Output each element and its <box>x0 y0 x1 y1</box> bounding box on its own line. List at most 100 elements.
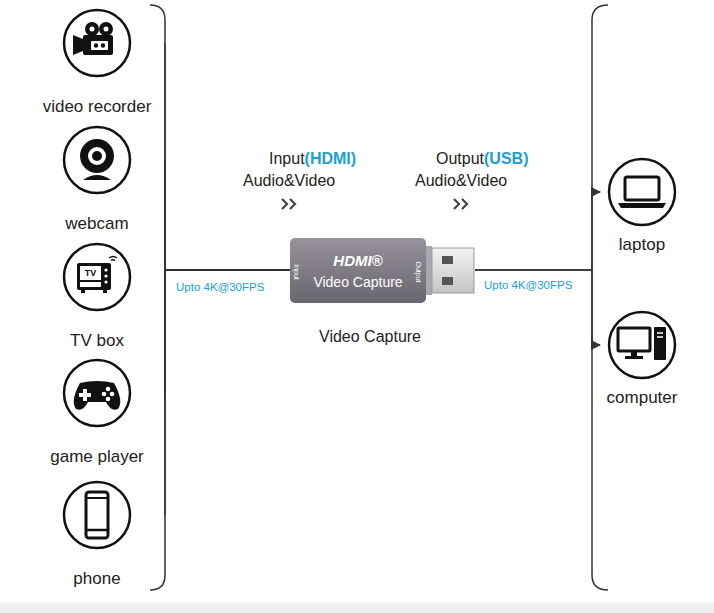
icon-circle <box>609 312 675 378</box>
phone-icon <box>86 492 108 538</box>
interface-name: (HDMI) <box>305 150 357 167</box>
heading-line: Audio&Video <box>243 172 335 190</box>
tower <box>654 327 666 360</box>
device-text: Video Capture <box>290 274 426 291</box>
flow-label: Audio&Video <box>415 172 507 189</box>
foot <box>81 290 85 293</box>
dpad <box>79 389 91 401</box>
pc-icon <box>618 327 666 360</box>
heading-line: Input(HDMI) <box>269 150 356 168</box>
device-node: laptop <box>600 156 684 255</box>
capture-device-body <box>290 238 475 303</box>
chevron <box>282 199 287 209</box>
device-label: laptop <box>580 235 704 255</box>
tower-slot <box>657 336 663 338</box>
device-node: webcam <box>29 124 165 234</box>
signal-connector <box>475 192 600 270</box>
icon <box>61 7 133 79</box>
device-label: TV box <box>9 331 185 351</box>
tower-slot <box>657 332 663 334</box>
laptop-icon <box>618 177 666 208</box>
reel <box>99 22 113 36</box>
tvbox-slot <box>80 282 101 287</box>
cassette <box>91 41 108 50</box>
reel-hub <box>90 27 95 32</box>
tvbox-screen <box>80 266 101 280</box>
heading-line: Output(USB) <box>436 150 528 168</box>
chevrons-input <box>282 199 295 209</box>
webcam-lens <box>92 151 102 161</box>
usb-contact <box>442 277 453 285</box>
cam-icon <box>73 22 113 55</box>
webcam-ring <box>88 147 106 165</box>
device-caption: Video Capture <box>270 327 470 346</box>
device-label: computer <box>580 388 704 408</box>
device-node: video recorder <box>29 7 165 117</box>
device-label: game player <box>9 447 185 467</box>
edge-label: Upto 4K@30FPS <box>175 281 265 293</box>
device-label: phone <box>9 569 185 589</box>
icon-text: TV <box>80 266 101 280</box>
foot <box>103 290 107 293</box>
laptop-screen <box>625 177 659 200</box>
cassette-hole <box>94 43 98 47</box>
signal-connector <box>165 270 290 515</box>
monitor <box>618 328 650 351</box>
usb-plug <box>432 248 474 293</box>
port-label: Input <box>291 258 301 286</box>
left-bracket <box>150 5 165 590</box>
tvbox-icon <box>77 257 117 294</box>
flow-label: Audio&Video <box>243 172 335 189</box>
signal-connector <box>165 270 290 393</box>
device-node: phone <box>29 479 165 589</box>
icon <box>61 124 133 196</box>
button <box>106 397 111 402</box>
plug-collar <box>426 246 432 295</box>
usb-contact <box>442 256 453 264</box>
icon-circle <box>64 127 130 193</box>
chevron <box>290 199 295 209</box>
monitor-stand <box>631 351 637 356</box>
pad-icon <box>74 381 121 410</box>
device-node: TVTV box <box>29 241 165 351</box>
wifi-symbol <box>109 257 117 261</box>
signal-connector <box>475 270 600 345</box>
edge-label: Upto 4K@30FPS <box>483 279 573 291</box>
device-node: computer <box>600 309 684 408</box>
chevrons-output <box>454 199 467 209</box>
icon-circle <box>609 159 675 225</box>
chevron <box>462 199 467 209</box>
button <box>104 280 107 283</box>
reel <box>85 22 99 36</box>
right-bracket <box>592 5 608 590</box>
phone-bezel <box>86 529 108 532</box>
phone-body <box>86 492 108 538</box>
camera-lens <box>73 35 83 55</box>
icon <box>606 156 678 228</box>
device-label: video recorder <box>9 97 185 117</box>
icon-circle <box>64 482 130 548</box>
chevron <box>454 199 459 209</box>
icon <box>606 309 678 381</box>
button <box>104 268 107 271</box>
webcam-icon <box>80 139 114 180</box>
icon-circle <box>64 244 130 310</box>
phone-bezel <box>86 497 108 499</box>
icon-circle <box>64 360 130 426</box>
icon <box>61 479 133 551</box>
capture-device: HDMI®Video CaptureInputOutputVideo Captu… <box>290 238 475 303</box>
signal-connector <box>165 270 290 277</box>
flow-label: Input <box>269 150 305 167</box>
button <box>104 274 107 277</box>
icon <box>61 357 133 429</box>
flow-label: Output <box>436 150 484 167</box>
monitor-base <box>625 356 643 359</box>
cassette-hole <box>101 43 105 47</box>
webcam-base <box>83 175 111 180</box>
device-node: game player <box>29 357 165 467</box>
webcam-body <box>80 139 114 173</box>
interface-name: (USB) <box>484 150 528 167</box>
bottom-strip <box>0 603 714 613</box>
icon <box>61 241 133 313</box>
